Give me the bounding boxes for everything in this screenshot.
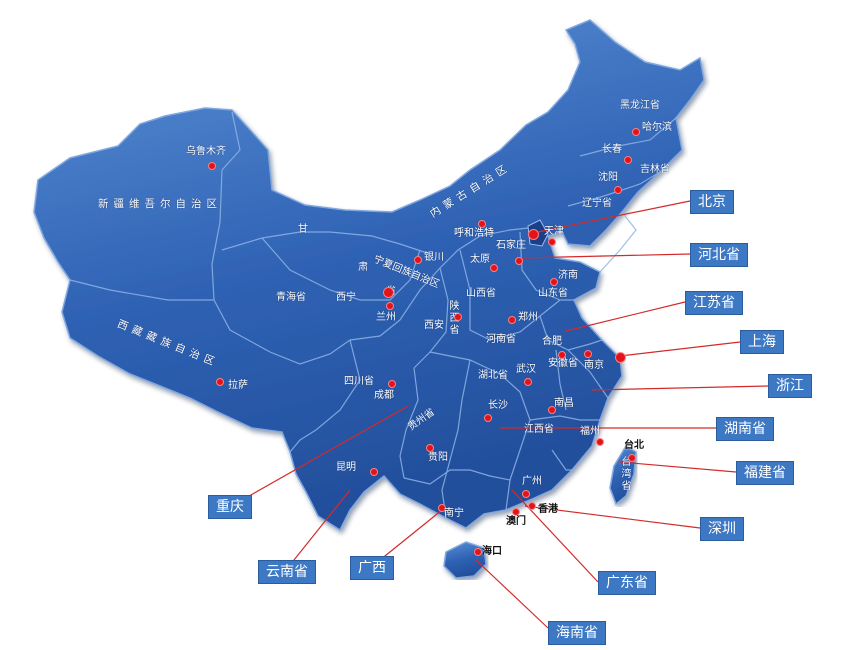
city-dot-changsha [484,414,492,422]
callout-yunnan: 云南省 [258,560,316,584]
city-nanjing: 南京 [584,360,604,371]
city-guangzhou: 广州 [522,476,542,487]
city-dot-fuzhou [596,438,604,446]
city-hefei: 合肥 [542,336,562,347]
city-xian: 西安 [424,320,444,331]
city-dot-aomen [512,508,520,516]
city-harbin: 哈尔滨 [642,122,672,133]
region-henan: 河南省 [486,334,516,345]
city-dot-nanning [438,504,446,512]
city-dot-taiyuan [490,264,498,272]
callout-shanghai: 上海 [740,330,784,354]
region-anhui: 安徽省 [548,358,578,369]
city-dot-wuhan [524,378,532,386]
city-zhengzhou: 郑州 [518,312,538,323]
region-hubei: 湖北省 [478,370,508,381]
callout-hebei: 河北省 [690,243,748,267]
city-dot-guangzhou [522,490,530,498]
callout-lines [241,200,769,629]
city-dot-shanghai [615,352,626,363]
city-urumqi: 乌鲁木齐 [186,146,226,157]
callout-jiangsu: 江苏省 [685,291,743,315]
callout-beijing: 北京 [690,190,734,214]
callout-hainan: 海南省 [548,621,606,645]
callout-chongqing: 重庆 [208,495,252,519]
callout-shenzhen: 深圳 [700,517,744,541]
city-changsha: 长沙 [488,400,508,411]
city-yinchuan: 银川 [424,252,444,263]
region-qinghai: 青海省 [276,292,306,303]
mainland-shape [33,19,705,532]
city-dot-jinan [550,278,558,286]
region-jilin: 吉林省 [640,164,670,175]
region-shaanxi: 陕西省 [447,300,458,336]
city-nanchang: 南昌 [554,398,574,409]
city-kunming: 昆明 [336,462,356,473]
callout-guangdong: 广东省 [598,571,656,595]
region-shandong: 山东省 [538,288,568,299]
city-dot-guiyang [426,444,434,452]
city-dot-chengdu [388,380,396,388]
city-dot-beijing [528,229,539,240]
city-lanzhou: 兰州 [376,312,396,323]
city-dot-xian [454,313,462,321]
city-dot-nanchang [548,406,556,414]
city-fuzhou: 福州 [580,426,600,437]
city-dot-haikou [474,548,482,556]
region-taiwan: 台湾省 [619,456,630,492]
city-dot-nanjing [584,350,592,358]
city-wuhan: 武汉 [516,364,536,375]
city-dot-zhengzhou [508,316,516,324]
city-shenyang: 沈阳 [598,172,618,183]
region-shanxi: 山西省 [466,288,496,299]
city-guiyang: 贵阳 [428,452,448,463]
region-gansu-2: 肃 [358,262,368,273]
city-xining: 西宁 [336,292,356,303]
region-gansu-1: 甘 [298,224,308,235]
city-nanning: 南宁 [444,508,464,519]
city-dot-yinchuan [414,256,422,264]
province-borders [69,111,677,519]
city-shijiazhuang: 石家庄 [496,240,526,251]
callout-hunan: 湖南省 [716,417,774,441]
city-jinan: 济南 [558,270,578,281]
region-heilongjiang: 黑龙江省 [620,100,660,111]
city-lhasa: 拉萨 [228,380,248,391]
city-xianggang: 香港 [538,504,558,515]
city-dot-hohhot [478,220,486,228]
city-chengdu: 成都 [374,390,394,401]
city-changchun: 长春 [602,144,622,155]
city-dot-lhasa [216,378,224,386]
city-tianjin: 天津 [544,226,564,237]
region-xinjiang: 新疆维吾尔自治区 [98,198,222,210]
city-dot-changchun [624,156,632,164]
city-dot-taipei [628,454,636,462]
city-aomen: 澳门 [506,516,526,527]
city-haikou: 海口 [482,546,502,557]
city-dot-lanzhou [386,302,394,310]
callout-guangxi: 广西 [350,556,394,580]
region-jiangxi: 江西省 [524,424,554,435]
city-hohhot: 呼和浩特 [454,228,494,239]
city-dot-kunming [370,468,378,476]
city-dot-harbin [632,128,640,136]
city-dot-xianggang [528,502,536,510]
city-dot-shijiazhuang [515,257,523,265]
city-taiyuan: 太原 [470,254,490,265]
callout-zhejiang: 浙江 [768,374,812,398]
city-dot-urumqi [208,162,216,170]
city-dot-xining [383,287,394,298]
region-liaoning: 辽宁省 [582,198,612,209]
region-sichuan: 四川省 [344,376,374,387]
city-dot-hefei [558,351,566,359]
city-dot-tianjin [548,238,556,246]
callout-fujian: 福建省 [736,461,794,485]
city-taipei: 台北 [624,440,644,451]
city-dot-shenyang [614,186,622,194]
